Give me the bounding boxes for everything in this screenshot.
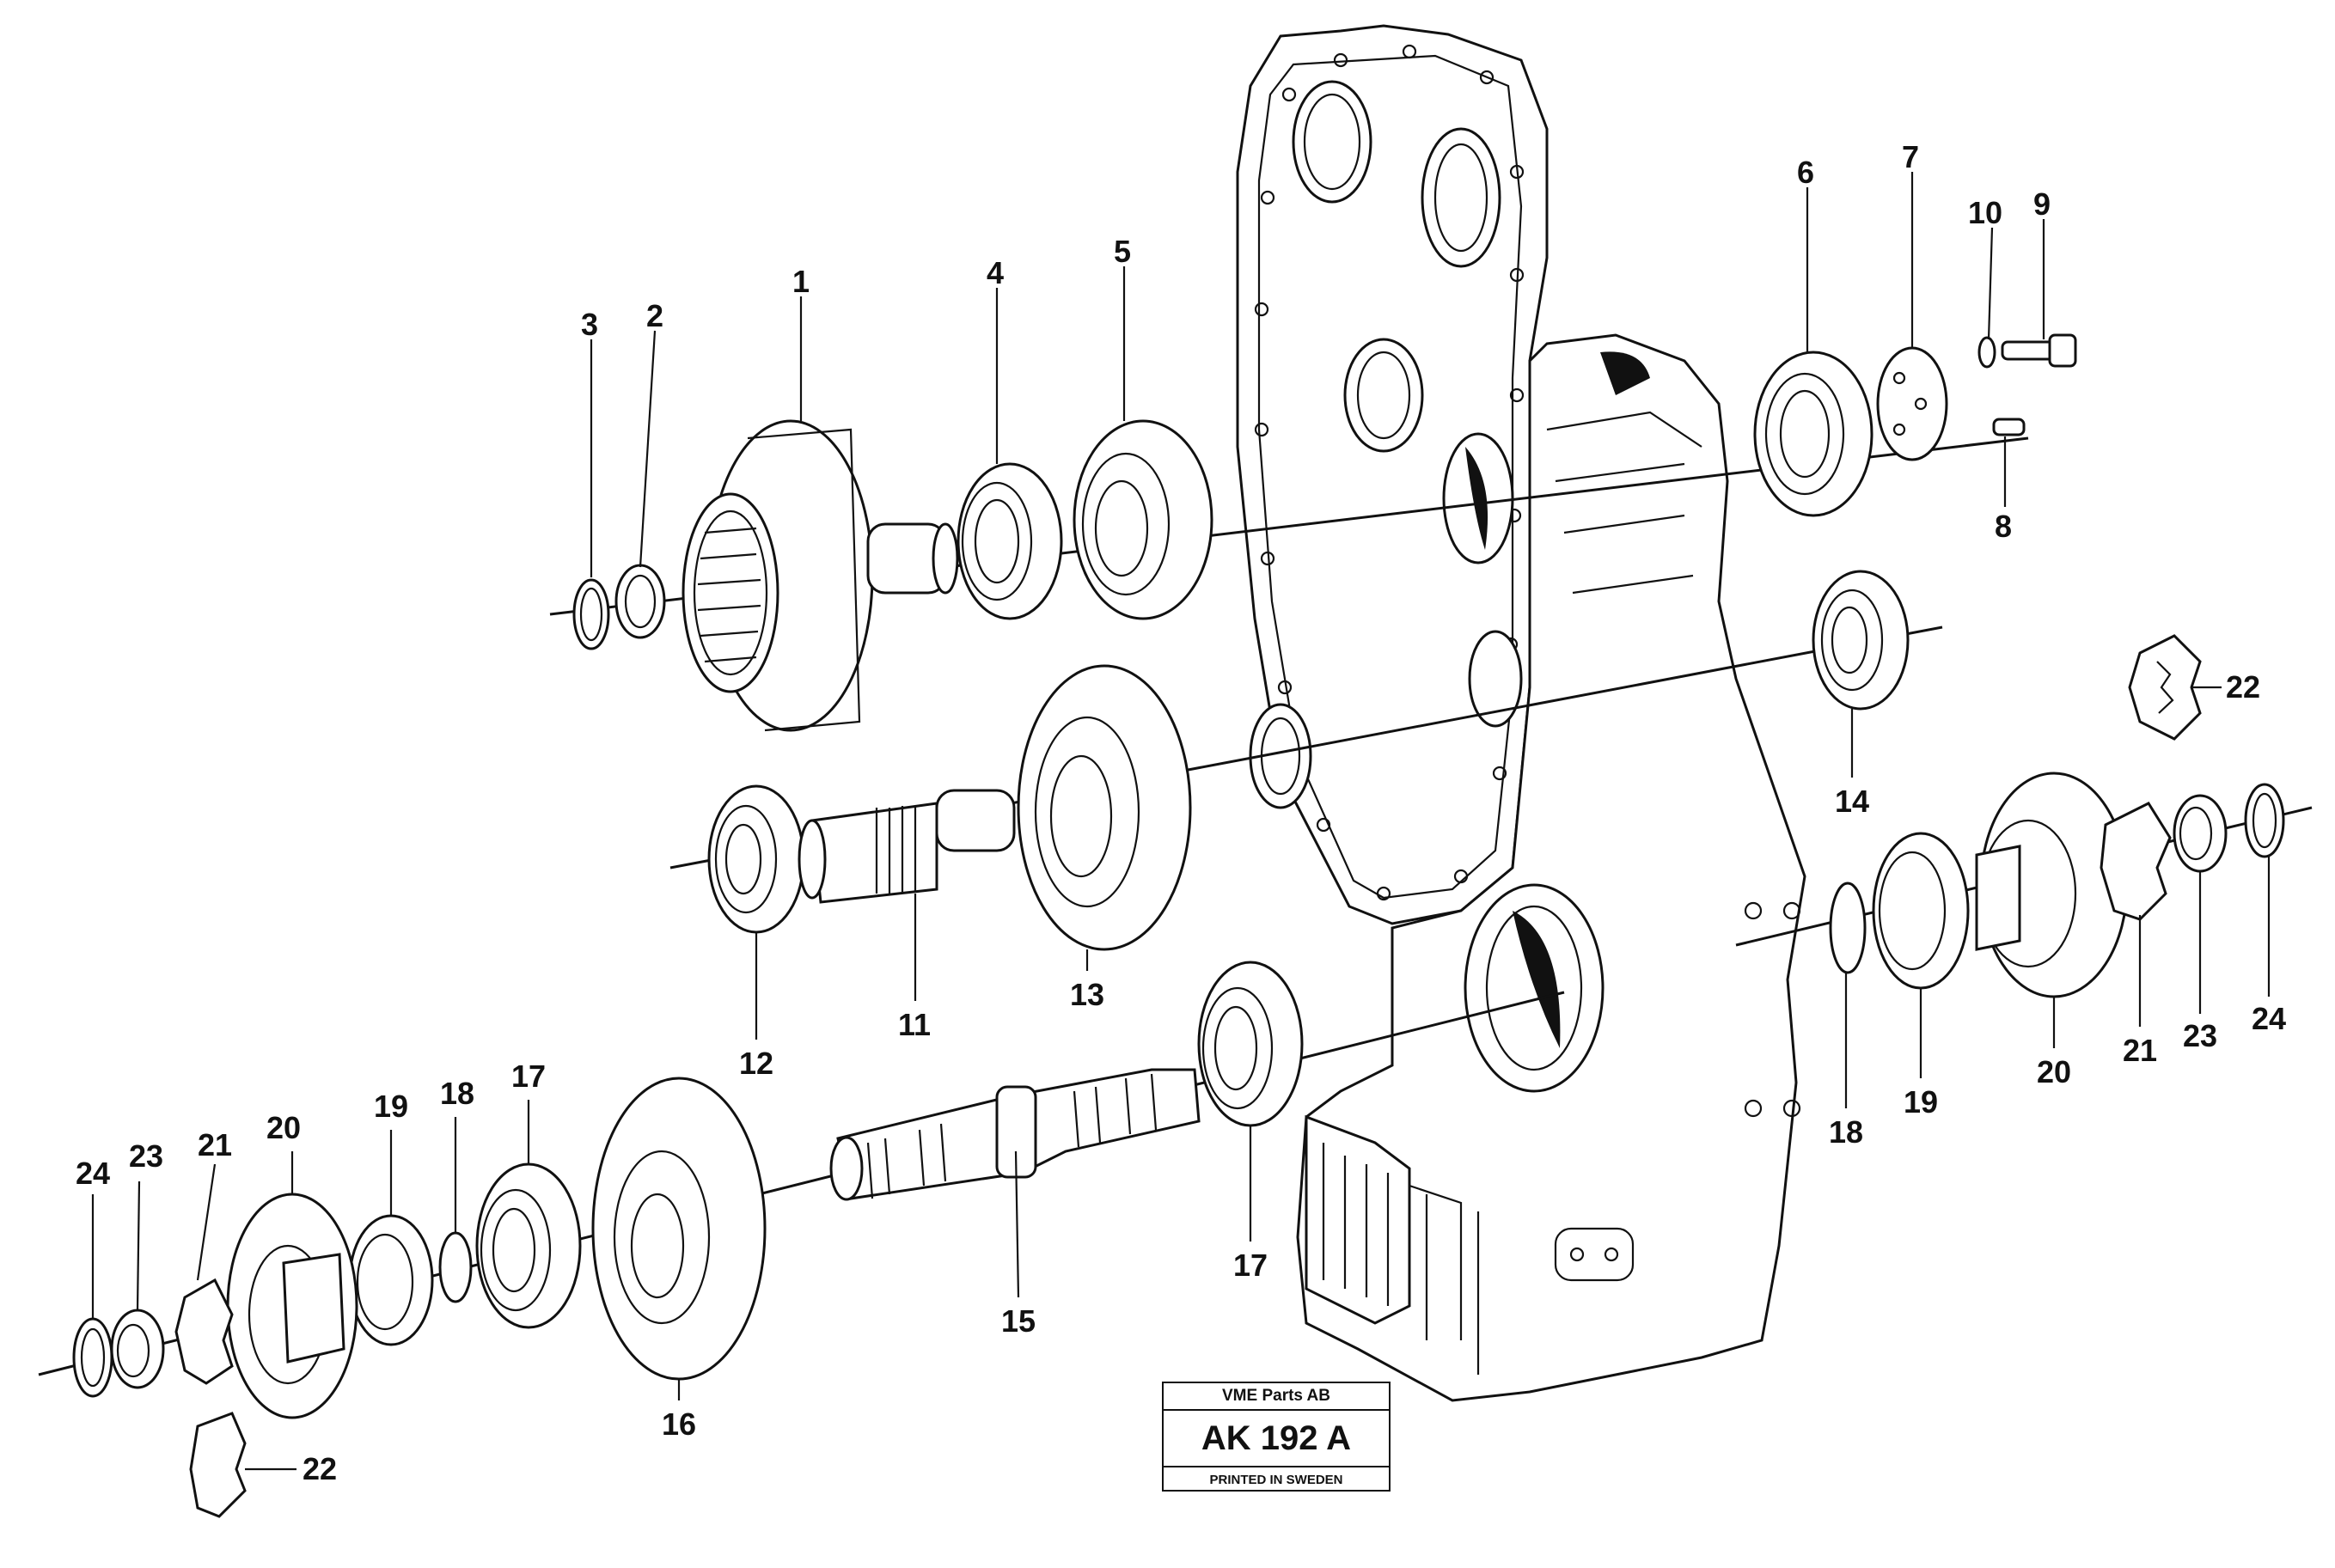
bearing-14 bbox=[1812, 570, 1910, 711]
callout-9: 9 bbox=[2033, 186, 2051, 222]
callout-15: 15 bbox=[1001, 1303, 1036, 1339]
callout-18-left: 18 bbox=[440, 1076, 474, 1111]
callout-23-right: 23 bbox=[2183, 1018, 2217, 1053]
callout-24-left: 24 bbox=[76, 1156, 110, 1191]
callout-20-right: 20 bbox=[2037, 1054, 2071, 1089]
callout-labels: 3 2 1 4 5 6 7 10 9 8 22 14 11 12 13 24 2… bbox=[76, 139, 2286, 1486]
callout-21-left: 21 bbox=[198, 1127, 232, 1162]
locking-plate-21-right bbox=[2100, 802, 2172, 921]
locking-plate-22-lower bbox=[189, 1412, 247, 1518]
nut-23-right bbox=[2173, 794, 2228, 873]
callout-8: 8 bbox=[1995, 509, 2012, 544]
bearing-17-left bbox=[475, 1162, 582, 1329]
callout-18-right: 18 bbox=[1829, 1114, 1863, 1150]
nut-23-left bbox=[110, 1309, 165, 1389]
gear-13 bbox=[1017, 664, 1192, 951]
bearing-4 bbox=[957, 462, 1063, 620]
seal-19-right bbox=[1872, 832, 1970, 990]
leader-lines bbox=[91, 172, 2271, 1471]
shaft-15 bbox=[829, 1068, 1201, 1201]
locking-plate-22-upper bbox=[2128, 634, 2202, 741]
callout-7: 7 bbox=[1902, 139, 1919, 174]
callout-23-left: 23 bbox=[129, 1138, 163, 1174]
gear-1 bbox=[682, 419, 959, 732]
circlip-24-right bbox=[2244, 783, 2285, 858]
bearing-17-right bbox=[1197, 961, 1304, 1127]
flange-20-left bbox=[226, 1193, 358, 1419]
callout-22-lower: 22 bbox=[303, 1451, 337, 1486]
callout-14: 14 bbox=[1835, 784, 1869, 819]
locking-plate-21-left bbox=[174, 1278, 234, 1385]
transfer-case-housing bbox=[1236, 24, 1806, 1402]
callout-17-right: 17 bbox=[1233, 1248, 1268, 1283]
callout-13: 13 bbox=[1070, 977, 1104, 1012]
callout-10: 10 bbox=[1968, 195, 2002, 230]
callout-4: 4 bbox=[987, 255, 1004, 290]
callout-12: 12 bbox=[739, 1046, 773, 1081]
stamp-printed: PRINTED IN SWEDEN bbox=[1164, 1466, 1389, 1493]
circlip-3 bbox=[572, 578, 610, 650]
gear-16 bbox=[591, 1077, 767, 1381]
washer-10 bbox=[1977, 336, 1996, 369]
callout-11: 11 bbox=[898, 1007, 931, 1042]
callout-16: 16 bbox=[662, 1406, 696, 1442]
stamp-code: AK 192 A bbox=[1201, 1419, 1352, 1457]
bearing-12 bbox=[707, 784, 805, 934]
screw-8 bbox=[1992, 418, 2026, 436]
stamp-company: VME Parts AB bbox=[1164, 1383, 1389, 1411]
cover-7 bbox=[1876, 346, 1948, 461]
shaft-11 bbox=[798, 789, 1016, 904]
circlip-24-left bbox=[72, 1317, 113, 1398]
callout-19-left: 19 bbox=[374, 1089, 408, 1124]
callout-3: 3 bbox=[581, 307, 598, 342]
callout-6: 6 bbox=[1797, 155, 1814, 190]
flange-20-right bbox=[1975, 772, 2129, 998]
needle-bearing-2 bbox=[614, 564, 666, 639]
callout-24-right: 24 bbox=[2252, 1001, 2286, 1036]
callout-21-right: 21 bbox=[2123, 1033, 2157, 1068]
gear-5 bbox=[1073, 419, 1213, 620]
callout-5: 5 bbox=[1114, 234, 1131, 269]
seal-19-left bbox=[348, 1214, 434, 1346]
seal-ring-18-right bbox=[1829, 882, 1867, 974]
bearing-6 bbox=[1753, 351, 1874, 517]
callout-20-left: 20 bbox=[266, 1110, 301, 1145]
callout-22-upper: 22 bbox=[2226, 669, 2260, 705]
screw-9 bbox=[2001, 333, 2077, 368]
callout-1: 1 bbox=[792, 264, 810, 299]
drawing-stamp: VME Parts AB AK 192 A PRINTED IN SWEDEN bbox=[1162, 1382, 1391, 1492]
seal-ring-18-left bbox=[438, 1231, 473, 1303]
callout-2: 2 bbox=[646, 298, 663, 333]
callout-17-left: 17 bbox=[511, 1059, 546, 1094]
callout-19-right: 19 bbox=[1904, 1084, 1938, 1120]
